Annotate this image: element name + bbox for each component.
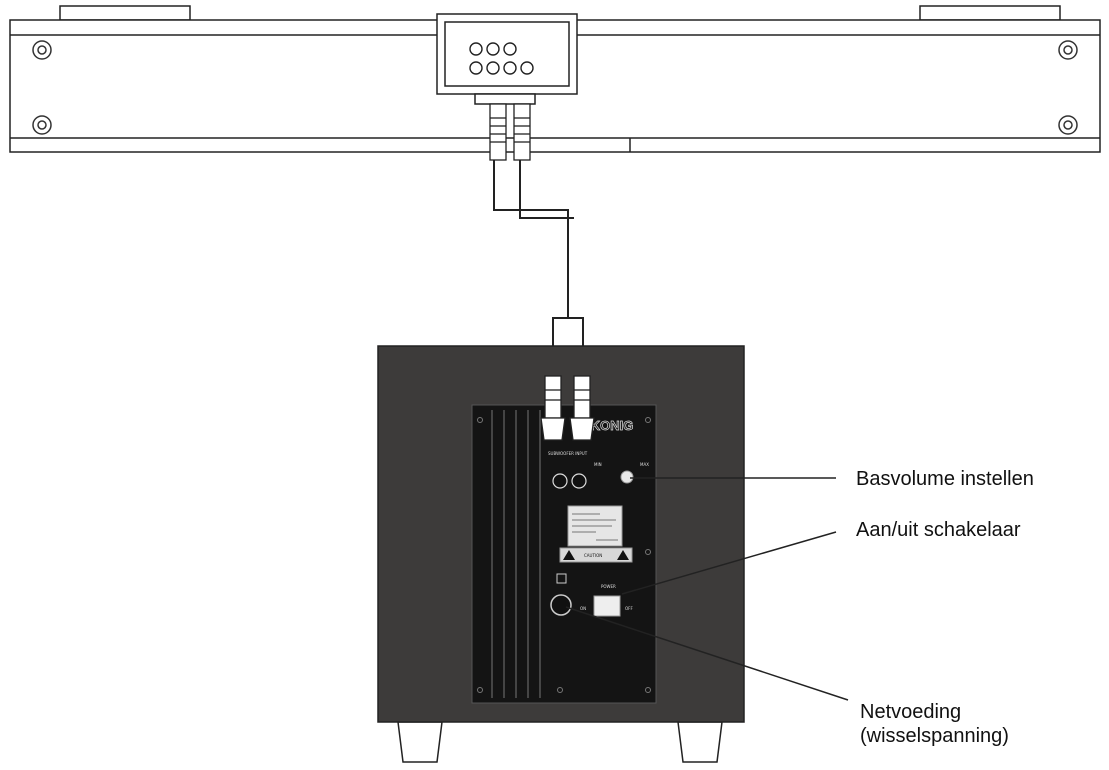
spec-label-lines: [572, 513, 618, 541]
max-label: MAX: [640, 462, 649, 467]
power-switch: [593, 595, 621, 617]
mains-inlet: [550, 594, 572, 616]
subwoofer-plug: [540, 375, 595, 441]
audio-cable: [493, 160, 584, 377]
input-label: SUBWOOFER INPUT: [548, 451, 588, 456]
brand-logo: KONIG: [591, 418, 634, 433]
power-label: POWER: [601, 584, 616, 589]
bass-volume-knob: [620, 470, 634, 484]
power-switch-callout: Aan/uit schakelaar: [856, 519, 1021, 541]
mains-callout-line1: Netvoeding: [860, 701, 962, 723]
leader-lines: [565, 477, 849, 701]
panel-screw: [477, 417, 651, 693]
soundbar-plug: [489, 103, 531, 161]
bass-volume-callout: Basvolume instellen: [856, 468, 1034, 490]
off-label: OFF: [625, 606, 633, 611]
soundbar-jack: [469, 42, 534, 75]
on-label: ON: [580, 606, 586, 611]
svg-text:CAUTION: CAUTION: [584, 553, 602, 558]
subwoofer-feet: [397, 721, 723, 763]
soundbar-connector-panel: [436, 13, 578, 105]
min-label: MIN: [594, 462, 602, 467]
fuse-icon: [556, 573, 567, 584]
heat-sink-fins: [491, 410, 541, 698]
mains-power-callout: Netvoeding (wisselspanning): [860, 700, 1009, 748]
rca-input-jack: [552, 473, 587, 489]
warning-label: CAUTION: [559, 547, 633, 563]
soundbar-screw: [32, 40, 1078, 135]
mains-callout-line2: (wisselspanning): [860, 725, 1009, 747]
